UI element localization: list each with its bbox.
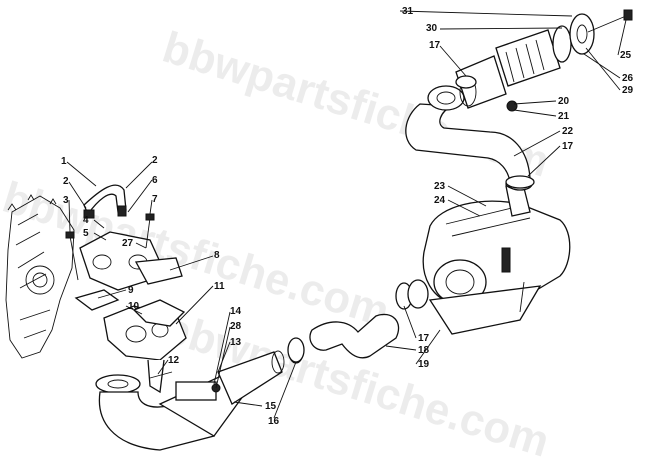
callout-29: 29 (622, 85, 634, 96)
callout-17a: 17 (418, 333, 430, 344)
callout-28: 28 (230, 321, 242, 332)
callout-5: 5 (83, 228, 89, 239)
callout-17b: 17 (562, 141, 574, 152)
callout-14: 14 (230, 306, 242, 317)
callout-2a: 2 (152, 155, 158, 166)
callout-8: 8 (214, 250, 220, 261)
manifold-drawing (74, 231, 187, 394)
callout-1: 1 (61, 156, 67, 167)
callout-labels: 1 2 2 3 4 5 6 7 8 9 10 11 12 13 14 15 16… (61, 6, 634, 427)
leader-lines (66, 10, 627, 419)
spring-clamps-drawing (287, 75, 535, 363)
callout-10: 10 (128, 301, 140, 312)
watermark-text-top: bbwpartsfiche.com (157, 23, 555, 187)
callout-27: 27 (122, 238, 134, 249)
callout-6: 6 (152, 175, 158, 186)
callout-4: 4 (83, 215, 89, 226)
callout-18: 18 (418, 345, 430, 356)
callout-24: 24 (434, 195, 446, 206)
callout-2b: 2 (63, 176, 69, 187)
callout-17c: 17 (429, 40, 441, 51)
callout-21: 21 (558, 111, 570, 122)
callout-25: 25 (620, 50, 632, 61)
callout-13: 13 (230, 337, 242, 348)
callout-3: 3 (63, 195, 69, 206)
callout-16: 16 (268, 416, 280, 427)
muffler-drawing (422, 178, 571, 335)
callout-22: 22 (562, 126, 574, 137)
callout-15: 15 (265, 401, 277, 412)
small-hose-drawing (83, 184, 127, 219)
callout-19: 19 (418, 359, 430, 370)
engine-block-drawing (5, 194, 75, 359)
callout-7: 7 (152, 194, 158, 205)
callout-20: 20 (558, 96, 570, 107)
callout-31: 31 (402, 6, 414, 17)
callout-12: 12 (168, 355, 180, 366)
callout-23: 23 (434, 181, 446, 192)
callout-9: 9 (128, 285, 134, 296)
callout-26: 26 (622, 73, 634, 84)
callout-30: 30 (426, 23, 438, 34)
callout-11: 11 (214, 281, 225, 292)
upper-connector-stack-drawing (455, 9, 633, 109)
